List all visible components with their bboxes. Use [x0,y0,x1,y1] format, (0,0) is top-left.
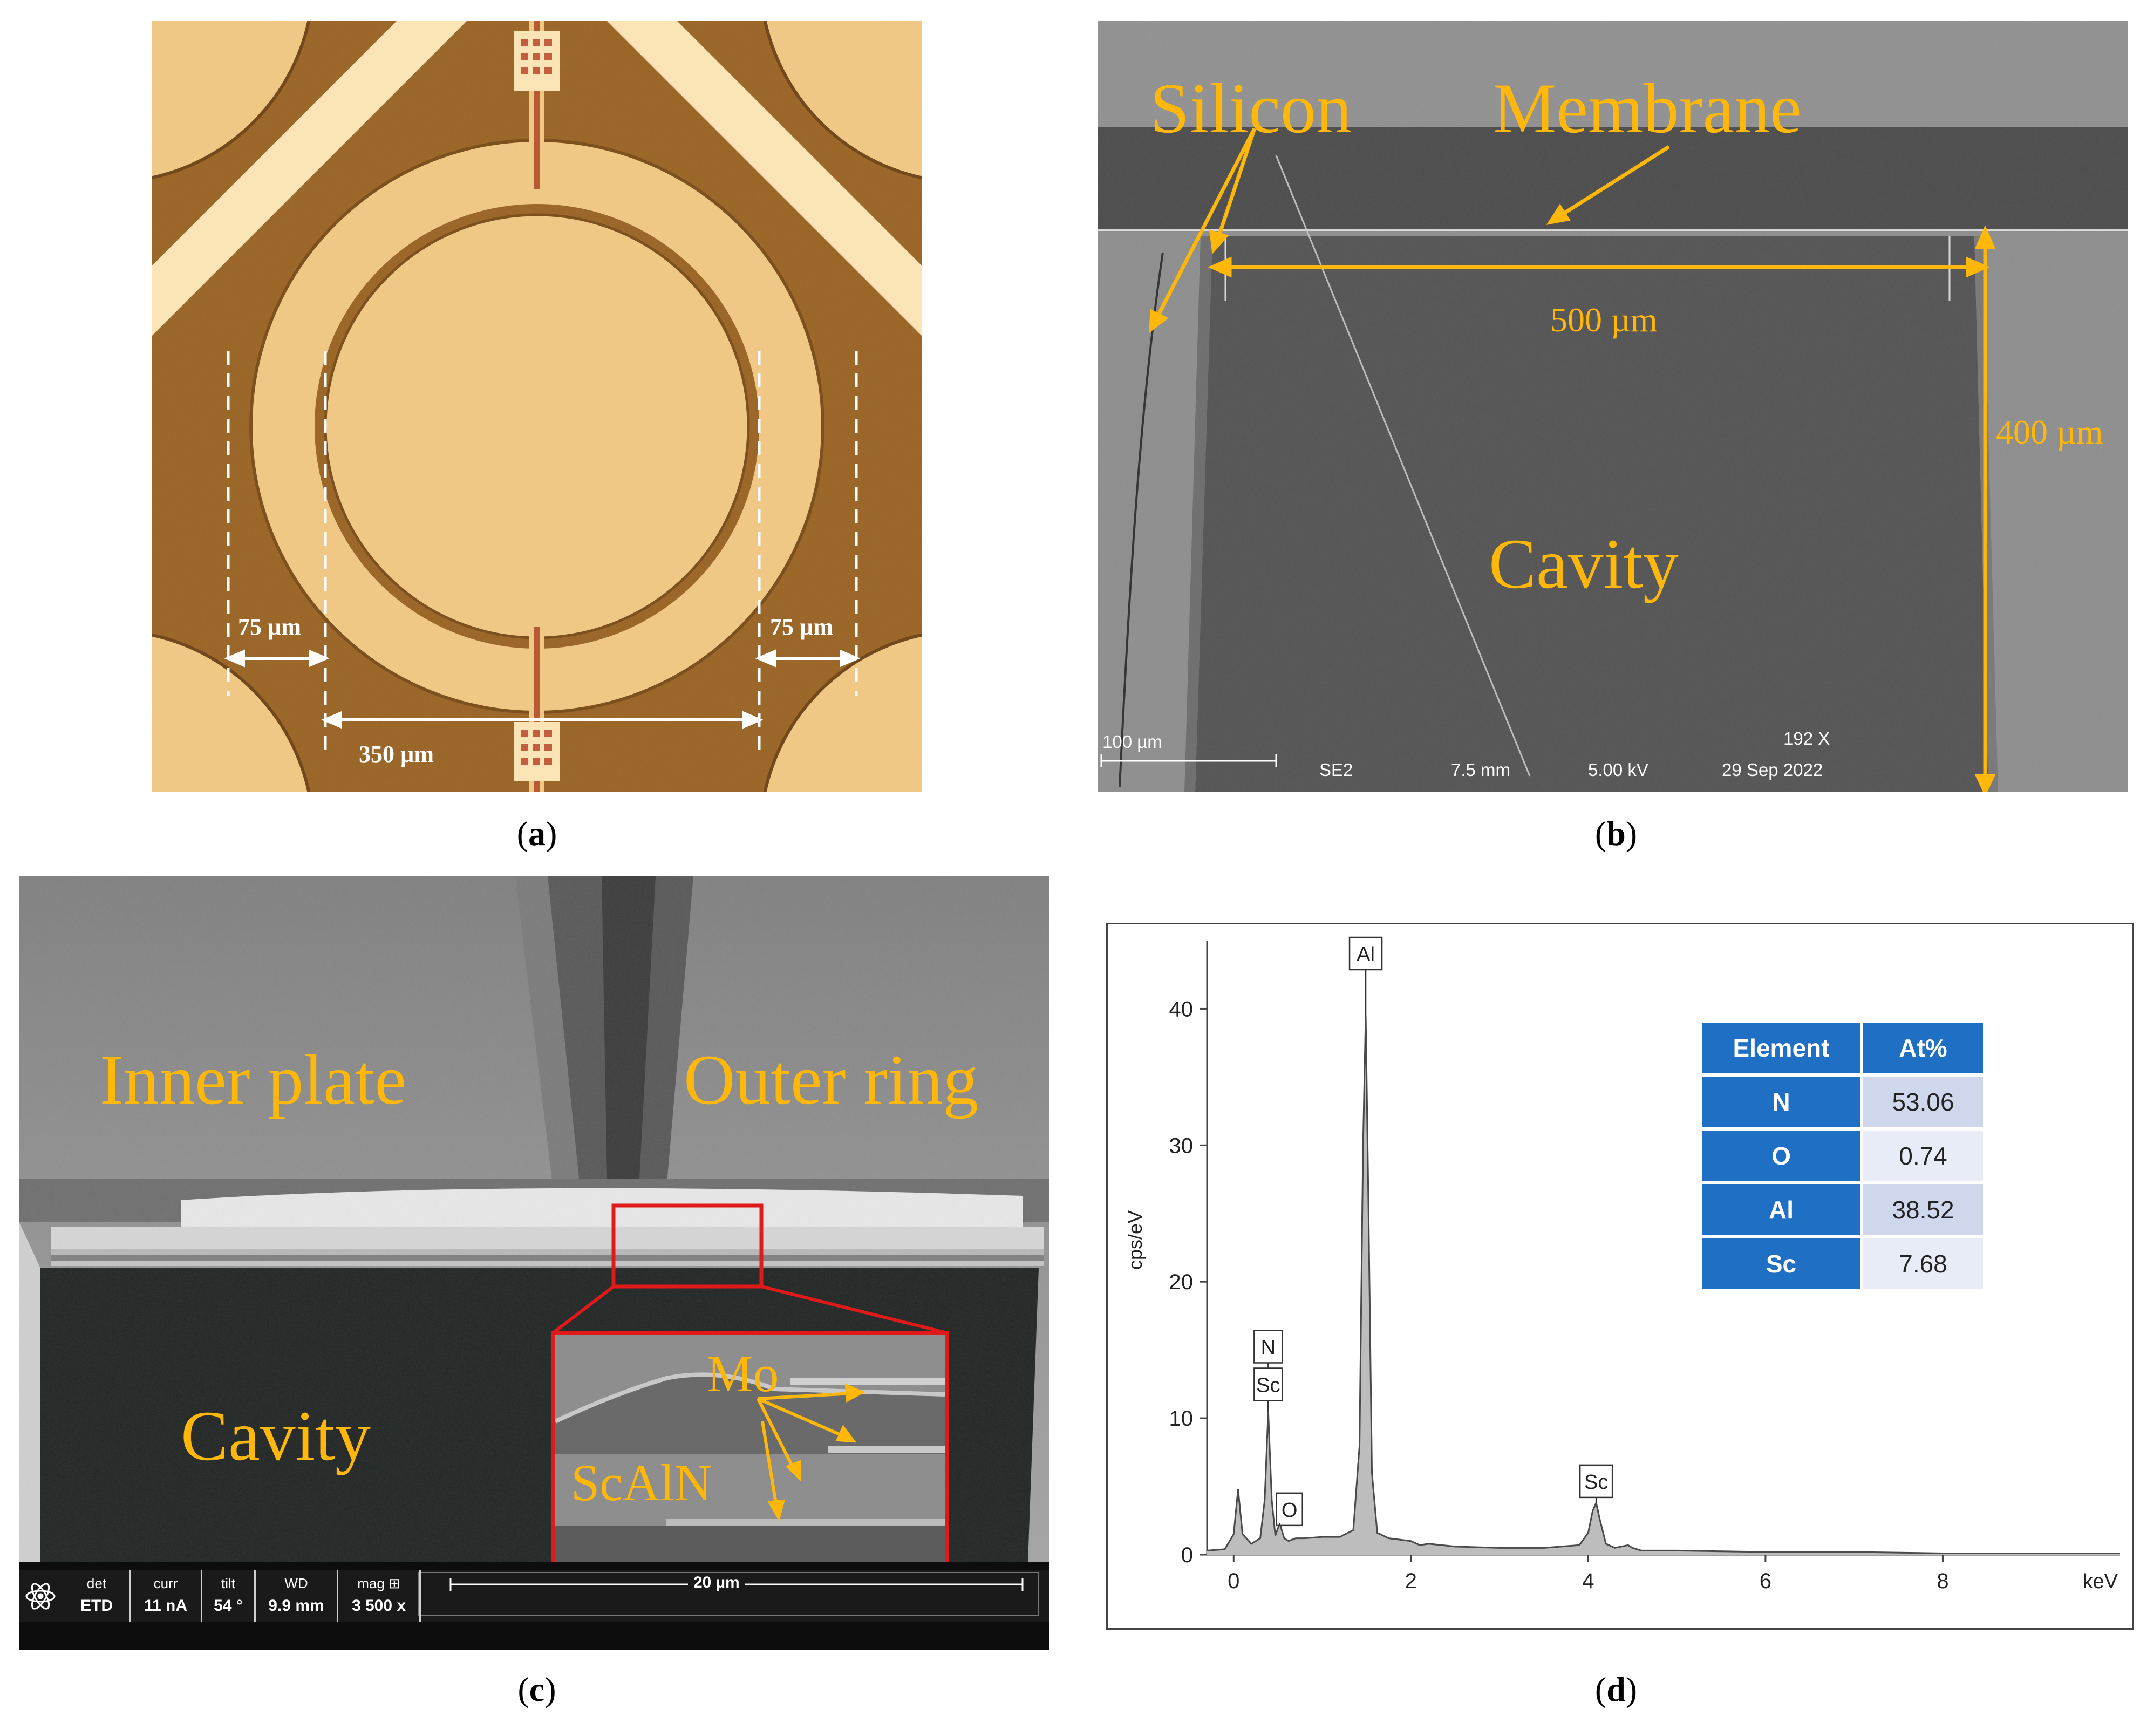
zoom-inset [551,1331,949,1575]
label-center-width: 350 µm [359,741,434,767]
micrograph-drawing [152,21,922,792]
y-tick-label: 40 [1169,997,1194,1021]
sem-mag: 192 X [1783,729,1830,748]
peak-label-al: Al [1348,936,1383,971]
caption-c: (c) [517,1670,556,1708]
peak-label-text: Sc [1256,1374,1280,1397]
info-mag: mag ⊞3 500 x [338,1570,421,1622]
sem-kv: 5.00 kV [1588,760,1648,780]
x-tick-label: 6 [1760,1569,1771,1593]
eds-axes: 0 10 20 30 40 0 2 4 6 8 keV [1169,941,2120,1593]
arrow-silicon-2 [1154,127,1257,320]
label-height: 400 µm [1996,413,2103,451]
arrow-mo-2 [757,1397,846,1438]
peak-label-box [1253,1330,1283,1364]
table-cell-value: 0.74 [1863,1131,1983,1181]
panel-a-micrograph: 75 µm 75 µm 350 µm [152,21,922,792]
panel-c-cross-section: Inner plate Outer ring Cavity Mo ScAlN d… [19,876,1049,1650]
cross-section-drawing [19,876,1049,1650]
table-cell-value: 38.52 [1863,1184,1983,1235]
peak-label-o: O [1276,1492,1303,1527]
y-axis-label: cps/eV [1124,1210,1146,1270]
label-right-gap: 75 µm [770,614,834,640]
table-header-at: At% [1863,1023,1983,1073]
atom-icon [25,1583,56,1610]
scalebar-label: 100 µm [1102,732,1162,752]
composition-table: Element At% N 53.06 O 0.74 Al 38.52 Sc 7… [1699,1019,1986,1292]
table-cell-element: Sc [1702,1238,1860,1289]
sem-date: 29 Sep 2022 [1722,760,1823,780]
table-row: N 53.06 [1702,1077,1983,1127]
x-tick-label: 2 [1405,1569,1417,1593]
peak-label-sc: Sc [1579,1464,1613,1503]
label-membrane: Membrane [1493,69,1802,148]
caption-b: (b) [1594,814,1638,853]
arrow-scaln [761,1421,778,1507]
table-header-element: Element [1702,1023,1860,1073]
eds-series [1207,1016,2120,1555]
peak-label-text: Sc [1584,1471,1608,1494]
label-scaln: ScAlN [571,1454,712,1512]
scalebar-label-c: 20 µm [688,1574,745,1592]
eds-annotations: AlN ScO Sc [1253,936,1613,1527]
x-axis-label: keV [2083,1570,2118,1593]
panel-b-sem: Silicon Membrane 500 µm 400 µm Cavity 10… [1098,21,2128,792]
table-row: Sc 7.68 [1702,1238,1983,1289]
table-cell-value: 7.68 [1863,1238,1983,1289]
arrow-mo-1 [758,1392,853,1400]
peak-label-text: Al [1357,943,1375,966]
table-cell-element: Al [1702,1184,1860,1235]
label-silicon: Silicon [1150,69,1352,148]
peak-label-box [1276,1492,1303,1527]
label-inner-plate: Inner plate [100,1040,407,1119]
peak-label-box [1579,1464,1613,1499]
peak-label-box [1253,1367,1283,1401]
y-tick-label: 10 [1169,1407,1194,1431]
x-tick-label: 8 [1937,1569,1948,1593]
y-tick-label: 0 [1181,1543,1193,1567]
arrow-membrane [1559,145,1670,217]
arrow-mo-3 [757,1398,795,1470]
label-outer-ring: Outer ring [684,1040,979,1119]
y-tick-label: 20 [1169,1270,1194,1294]
label-cavity-b: Cavity [1489,524,1679,603]
peak-label-sc: Sc [1253,1367,1283,1412]
peak-label-text: N [1261,1336,1276,1359]
table-cell-value: 53.06 [1863,1077,1983,1127]
label-cavity-c: Cavity [181,1396,371,1475]
spectrum-line [1207,1016,2120,1554]
sem-wd: 7.5 mm [1451,760,1511,780]
arrow-silicon-1 [1216,127,1257,240]
label-mo: Mo [707,1345,779,1403]
table-header: Element At% [1702,1023,1983,1073]
label-left-gap: 75 µm [238,614,302,640]
table-cell-element: N [1702,1077,1860,1127]
label-width: 500 µm [1550,301,1658,339]
sem-drawing [1098,21,2128,792]
caption-d: (d) [1594,1670,1638,1708]
table-row: Al 38.52 [1702,1184,1983,1235]
sem-detector: SE2 [1319,760,1353,780]
x-tick-label: 0 [1228,1569,1239,1593]
caption-a: (a) [516,814,557,853]
table-row: O 0.74 [1702,1131,1983,1181]
table-cell-element: O [1702,1131,1860,1181]
peak-label-text: O [1282,1499,1298,1522]
y-tick-label: 30 [1169,1134,1194,1158]
inset-source-box [611,1203,764,1289]
x-tick-label: 4 [1582,1569,1594,1593]
